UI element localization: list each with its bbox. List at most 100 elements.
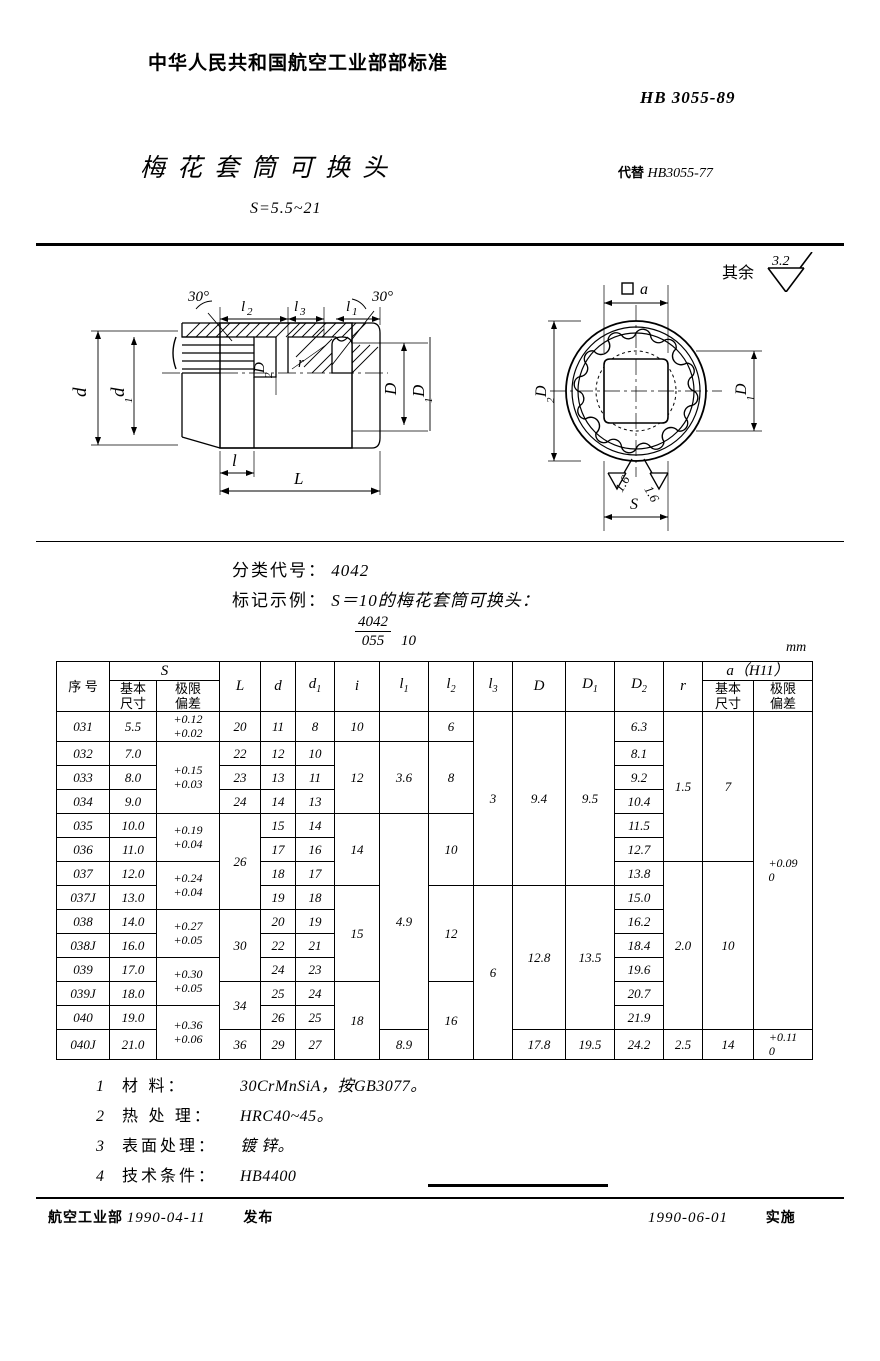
th-D1: D1 (565, 661, 615, 712)
cell-D: 17.8 (512, 1029, 566, 1060)
footer-issuer: 航空工业部 (48, 1209, 123, 1225)
replaces-label: 代替 (618, 165, 645, 180)
cell-s-basic: 8.0 (109, 765, 157, 790)
th-i: i (334, 661, 380, 712)
cell-s-deviation: +0.24+0.04 (156, 861, 220, 910)
footer-right: 1990-06-01 实施 (648, 1207, 796, 1227)
cell-s-deviation: +0.30+0.05 (156, 957, 220, 1006)
th-d1: d1 (295, 661, 335, 712)
marking-numerator: 4042 (355, 614, 391, 632)
cell-D2: 24.2 (614, 1029, 664, 1060)
cell-D1: 13.5 (565, 885, 615, 1030)
specification-table: 序 号 S L d d1 i l1 l2 l3 D D1 D2 r a（H11）… (56, 661, 813, 1060)
replaces-note: 代替 HB3055-77 (618, 162, 713, 182)
svg-text:l: l (232, 451, 237, 470)
svg-text:d: d (108, 387, 129, 397)
cell-s-basic: 21.0 (109, 1029, 157, 1060)
svg-text:3.2: 3.2 (771, 254, 790, 269)
cell-seq: 039J (56, 981, 110, 1006)
classification-block: 分类代号： 4042 标记示例： S＝10的梅花套筒可换头： (232, 556, 540, 616)
cell-seq: 040J (56, 1029, 110, 1060)
footer-left: 航空工业部 1990-04-11 发布 (48, 1207, 273, 1227)
svg-text:d: d (70, 387, 91, 397)
unit-label: mm (786, 640, 807, 655)
th-l2: l2 (428, 661, 474, 712)
cell-L: 20 (219, 711, 261, 742)
marking-designation: 4042 055 10 (355, 614, 416, 650)
cell-d1: 18 (295, 885, 335, 910)
th-s-group: S (109, 661, 220, 681)
cell-s-basic: 16.0 (109, 933, 157, 958)
cell-D1: 19.5 (565, 1029, 615, 1060)
cell-seq: 033 (56, 765, 110, 790)
svg-text:1: 1 (123, 398, 135, 404)
cell-L: 36 (219, 1029, 261, 1060)
cell-d: 22 (260, 933, 296, 958)
marking-example-line: 标记示例： S＝10的梅花套筒可换头： (232, 591, 540, 610)
cell-l1: 4.9 (379, 813, 429, 1030)
note-value: 镀 锌。 (240, 1138, 295, 1155)
cell-L: 22 (219, 741, 261, 766)
svg-text:30°: 30° (371, 289, 393, 305)
cell-s-basic: 13.0 (109, 885, 157, 910)
cell-d: 26 (260, 1005, 296, 1030)
cell-d1: 11 (295, 765, 335, 790)
cell-D2: 19.6 (614, 957, 664, 982)
th-r: r (663, 661, 703, 712)
ministry-title: 中华人民共和国航空工业部部标准 (148, 53, 449, 74)
note-number: 1 (96, 1078, 104, 1095)
marking-fraction: 4042 055 (355, 614, 391, 650)
cell-s-basic: 5.5 (109, 711, 157, 742)
cell-d1: 24 (295, 981, 335, 1006)
cell-l1: 3.6 (379, 741, 429, 814)
cell-seq: 031 (56, 711, 110, 742)
cell-l1: 8.9 (379, 1029, 429, 1060)
cell-d: 15 (260, 813, 296, 838)
footer-effective-action: 实施 (765, 1209, 796, 1225)
top-divider (36, 243, 844, 246)
footer-issue-date: 1990-04-11 (126, 1210, 206, 1226)
cell-d1: 17 (295, 861, 335, 886)
cell-D2: 9.2 (614, 765, 664, 790)
cell-d: 24 (260, 957, 296, 982)
svg-text:L: L (293, 469, 303, 488)
cell-D2: 20.7 (614, 981, 664, 1006)
cell-D2: 11.5 (614, 813, 664, 838)
cell-D2: 8.1 (614, 741, 664, 766)
cell-l2: 10 (428, 813, 474, 886)
footer-effective-date: 1990-06-01 (648, 1210, 728, 1226)
classification-code-line: 分类代号： 4042 (232, 561, 370, 580)
th-l1: l1 (379, 661, 429, 712)
cell-D2: 10.4 (614, 789, 664, 814)
svg-text:a: a (640, 281, 648, 298)
marking-example-label: 标记示例 (232, 591, 308, 610)
cell-D2: 13.8 (614, 861, 664, 886)
cell-d1: 13 (295, 789, 335, 814)
cell-a-basic: 10 (702, 861, 754, 1030)
note-number: 4 (96, 1168, 104, 1185)
svg-text:D: D (533, 385, 550, 398)
cell-d1: 19 (295, 909, 335, 934)
cell-l3: 3 (473, 711, 513, 886)
cell-L: 23 (219, 765, 261, 790)
svg-text:3: 3 (299, 306, 306, 318)
cell-D2: 16.2 (614, 909, 664, 934)
svg-text:D: D (381, 382, 400, 396)
cell-seq: 034 (56, 789, 110, 814)
svg-text:D: D (409, 384, 428, 398)
svg-text:1: 1 (745, 396, 757, 402)
cell-seq: 032 (56, 741, 110, 766)
cell-D2: 6.3 (614, 711, 664, 742)
cell-s-basic: 12.0 (109, 861, 157, 886)
